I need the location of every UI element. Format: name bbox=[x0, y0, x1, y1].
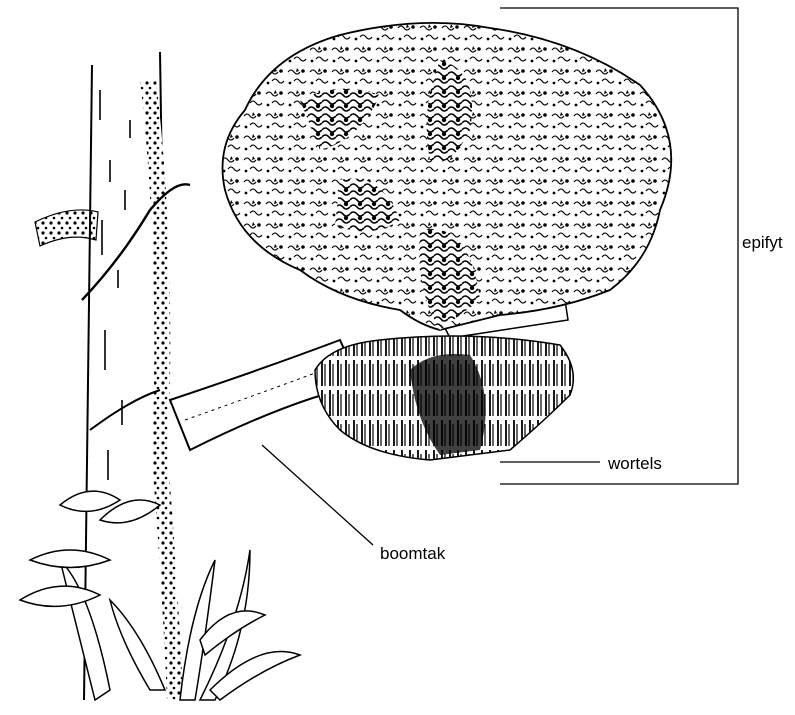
label-wortels: wortels bbox=[608, 454, 662, 474]
epiphyte-canopy bbox=[223, 23, 672, 330]
epiphyte-roots bbox=[315, 336, 573, 460]
tree-trunk bbox=[82, 52, 190, 700]
background-branch bbox=[35, 210, 98, 246]
boomtak-leader bbox=[262, 445, 373, 545]
label-boomtak: boomtak bbox=[380, 544, 445, 564]
label-epifyt: epifyt bbox=[742, 233, 783, 253]
